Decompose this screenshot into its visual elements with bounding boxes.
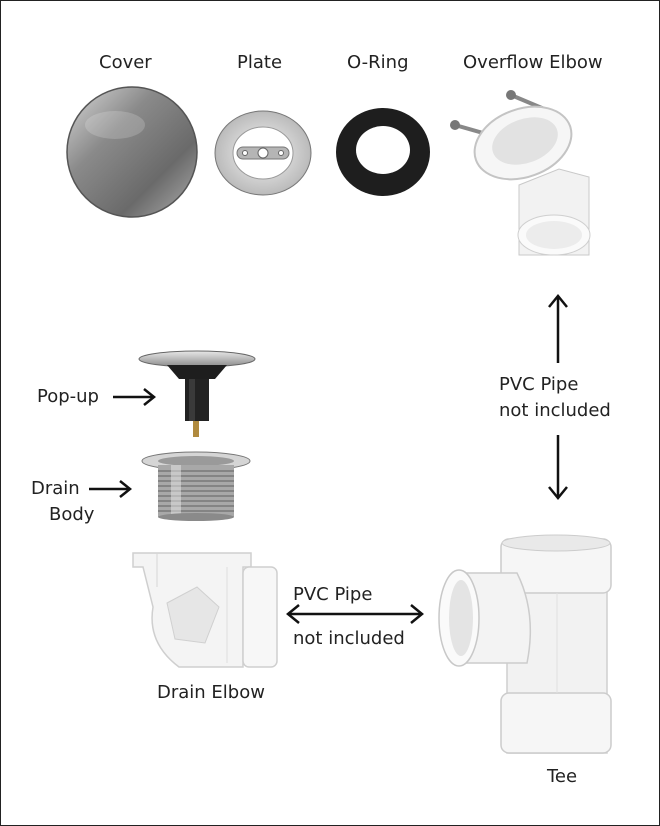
label-pvc-horizontal-line1: PVC Pipe: [293, 584, 373, 605]
drain-body-image: [141, 451, 251, 521]
label-oring: O-Ring: [347, 52, 409, 73]
label-pvc-horizontal-line2: not included: [293, 628, 405, 649]
label-pvc-vertical-line2: not included: [499, 400, 611, 421]
label-pvc-vertical-line1: PVC Pipe: [499, 374, 579, 395]
label-cover: Cover: [99, 52, 152, 73]
tee-image: [438, 534, 612, 754]
popup-arrow: [113, 388, 157, 406]
label-tee: Tee: [547, 766, 578, 787]
label-overflow-elbow: Overflow Elbow: [463, 52, 603, 73]
horizontal-pvc-arrow: [286, 604, 424, 624]
cover-image: [66, 86, 198, 218]
label-plate: Plate: [237, 52, 283, 73]
overflow-elbow-image: [450, 90, 591, 256]
label-drain-elbow: Drain Elbow: [157, 682, 265, 703]
popup-image: [138, 350, 256, 437]
drain-body-arrow: [89, 480, 133, 498]
plate-image: [214, 110, 312, 196]
label-drain-body-line2: Body: [49, 504, 95, 525]
label-drain-body-line1: Drain: [31, 478, 80, 499]
label-popup: Pop-up: [37, 386, 99, 407]
vertical-pvc-arrow: [548, 294, 568, 500]
oring-image: [336, 108, 430, 196]
drain-elbow-image: [132, 552, 278, 668]
